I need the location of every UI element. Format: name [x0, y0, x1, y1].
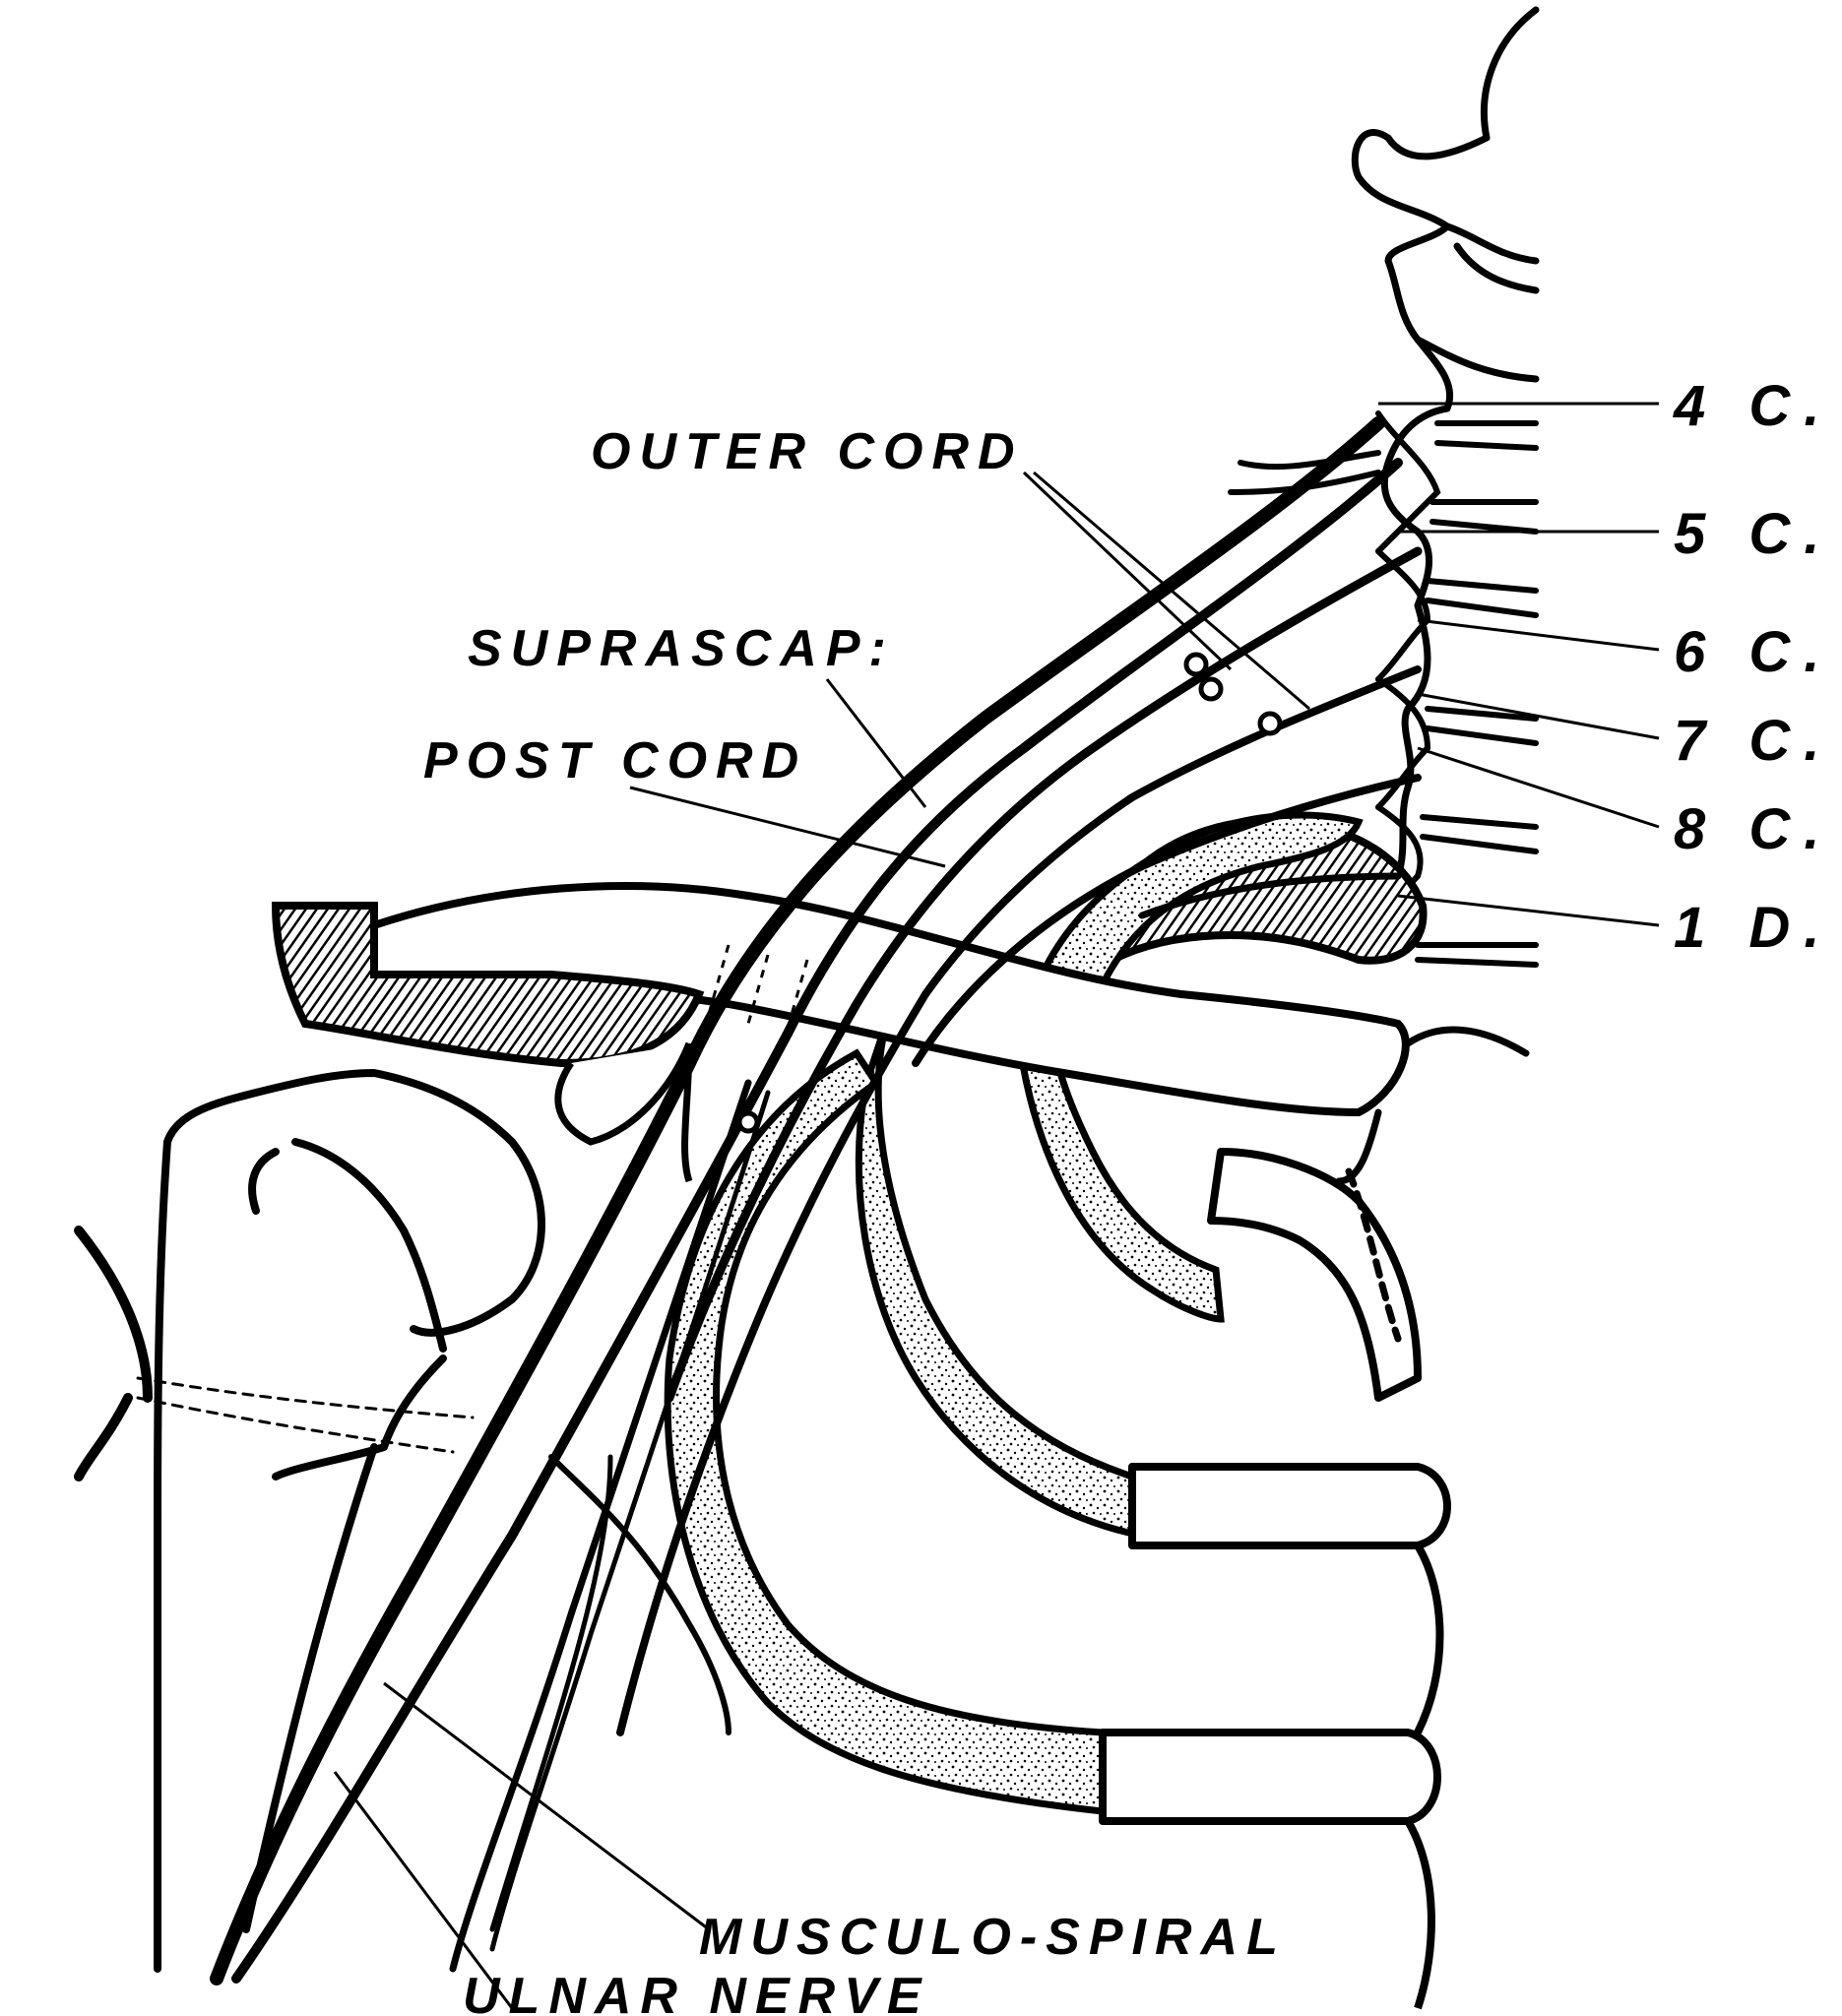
label-musculo-spiral: MUSCULO-SPIRAL	[699, 1909, 1287, 1966]
label-6c: 6 C.	[1674, 620, 1833, 684]
label-5c: 5 C.	[1674, 502, 1833, 566]
thoracic-outline	[1335, 1026, 1530, 1343]
humerus	[74, 1069, 545, 1973]
label-8c: 8 C.	[1674, 797, 1833, 861]
label-ulnar-nerve: ULNAR NERVE	[463, 1968, 930, 2016]
label-7c: 7 C.	[1674, 709, 1833, 773]
scapula	[271, 902, 705, 1183]
clavicle	[370, 882, 1410, 1117]
costal-cartilages	[1099, 1148, 1451, 2010]
label-outer-cord: OUTER CORD	[591, 423, 1024, 480]
label-4c: 4 C.	[1673, 374, 1833, 438]
label-post-cord: POST CORD	[423, 732, 807, 789]
label-suprascap: SUPRASCAP:	[468, 620, 895, 677]
leader-lines	[333, 402, 1660, 2009]
neck-profile	[1351, 6, 1540, 880]
rib-third	[855, 1022, 1147, 1541]
label-1d: 1 D.	[1674, 896, 1833, 960]
